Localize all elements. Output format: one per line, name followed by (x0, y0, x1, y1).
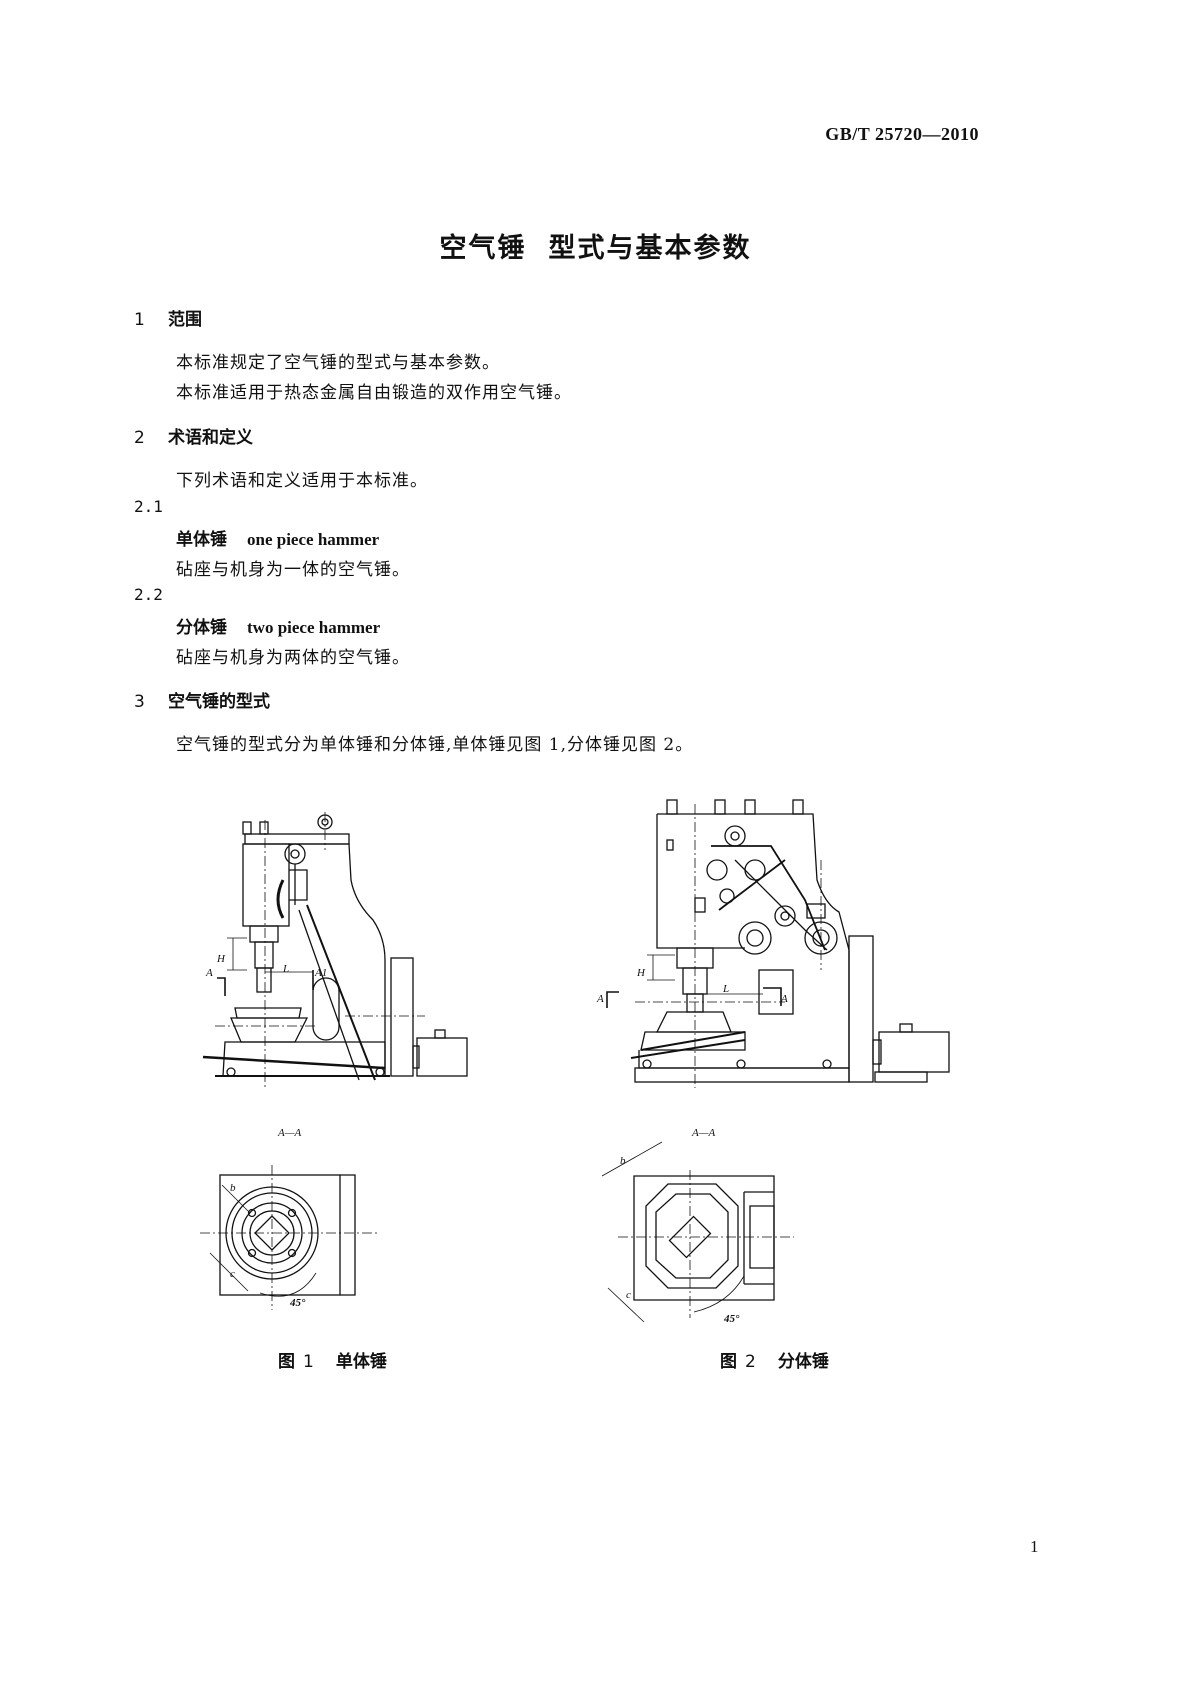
standard-number: GB/T 25720—2010 (825, 124, 979, 144)
figure-1-elevation-drawing: H A L A1 (202, 812, 468, 1088)
caption-label: 图 (278, 1352, 295, 1372)
dim-label-l: L (722, 983, 729, 995)
caption-title: 单体锤 (335, 1352, 387, 1372)
paragraph: 本标准适用于热态金属自由锻造的双作用空气锤。 (176, 383, 572, 403)
section-title: 范围 (168, 310, 202, 330)
section-heading-terms: 2 术语和定义 (134, 423, 253, 448)
dim-label-h: H (216, 953, 226, 965)
section-title: 术语和定义 (168, 428, 253, 448)
term-chinese: 单体锤 (176, 530, 227, 550)
section-heading-types: 3 空气锤的型式 (134, 687, 270, 712)
page-number: 1 (1030, 1537, 1039, 1556)
figure-2-elevation-drawing: H A L A (596, 799, 950, 1088)
term-definition: 砧座与机身为一体的空气锤。 (176, 560, 410, 580)
section-mark-a: A (205, 967, 213, 979)
dim-label-l: L (282, 963, 289, 975)
title-part-2: 型式与基本参数 (548, 233, 752, 264)
caption-label: 图 (720, 1352, 737, 1372)
section-mark-a-right: A (780, 993, 788, 1005)
paragraph: 空气锤的型式分为单体锤和分体锤,单体锤见图 1,分体锤见图 2。 (176, 735, 694, 755)
section-number: 1 (134, 310, 145, 330)
figure-1-section-label: A—A (278, 1127, 302, 1139)
figure-1-section-drawing: b c 45° (200, 1165, 380, 1310)
section-number: 3 (134, 692, 145, 712)
section-number: 2 (134, 428, 145, 448)
clause-number: 2.2 (134, 585, 163, 604)
section-title: 空气锤的型式 (168, 692, 270, 712)
dim-label-c: c (230, 1268, 235, 1280)
caption-number: 1 (303, 1352, 314, 1372)
caption-title: 分体锤 (777, 1352, 829, 1372)
clause-number: 2.1 (134, 497, 163, 516)
section-mark-a: A (596, 993, 604, 1005)
angle-label: 45° (723, 1313, 740, 1325)
dim-label-b: b (230, 1182, 236, 1194)
term-english: one piece hammer (247, 530, 380, 549)
section-mark-a1: A1 (314, 967, 327, 979)
dim-label-b: b (620, 1155, 626, 1167)
title-part-1: 空气锤 (439, 233, 527, 264)
figure-2-section-label: A—A (692, 1127, 716, 1139)
dim-label-h: H (636, 967, 646, 979)
term-english: two piece hammer (247, 618, 381, 637)
figure-2-section-drawing: b c 45° (601, 1141, 794, 1325)
term-entry: 分体锤 two piece hammer (176, 613, 380, 638)
paragraph: 本标准规定了空气锤的型式与基本参数。 (176, 353, 500, 373)
term-entry: 单体锤 one piece hammer (176, 525, 379, 550)
dim-label-c: c (626, 1289, 631, 1301)
paragraph: 下列术语和定义适用于本标准。 (176, 471, 428, 491)
term-chinese: 分体锤 (176, 618, 227, 638)
section-heading-scope: 1 范围 (134, 305, 202, 330)
document-title: 空气锤型式与基本参数 (0, 226, 1191, 265)
caption-number: 2 (745, 1352, 756, 1372)
angle-label: 45° (289, 1297, 306, 1309)
term-definition: 砧座与机身为两体的空气锤。 (176, 648, 410, 668)
